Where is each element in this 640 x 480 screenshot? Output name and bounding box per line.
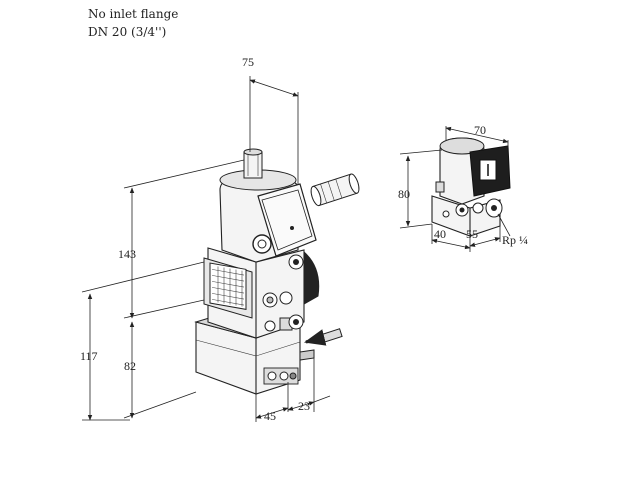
aux-dimension-lines — [399, 126, 511, 252]
note-line-2: DN 20 (3/4'') — [88, 25, 167, 39]
note-line-1: No inlet flange — [88, 7, 179, 21]
dim-height-lower: 82 — [124, 359, 136, 373]
aux-port-label: Rp ¼ — [502, 233, 528, 247]
main-valve-assembly — [194, 148, 360, 395]
aux-solenoid-assembly — [431, 137, 511, 237]
aux-dim-height: 80 — [398, 187, 410, 201]
dim-width-top: 75 — [242, 55, 254, 69]
aux-dim-depth-a: 40 — [434, 227, 446, 241]
aux-dim-width: 70 — [474, 123, 486, 137]
main-dimension-lines — [81, 76, 331, 422]
aux-dim-depth-b: 55 — [466, 227, 478, 241]
dim-height-upper: 143 — [118, 247, 136, 261]
dim-offset-bottom: 23 — [298, 399, 310, 413]
dim-depth-bottom: 45 — [264, 409, 276, 423]
dim-height-total: 117 — [80, 349, 98, 363]
